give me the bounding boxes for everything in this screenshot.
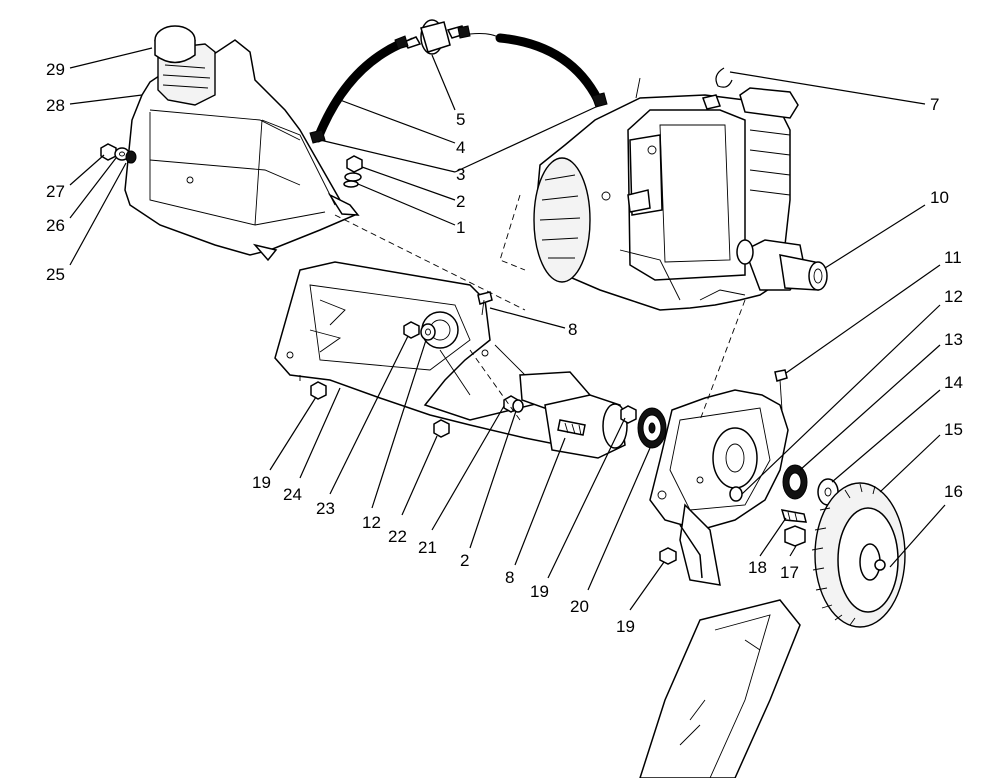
- callout-16: 16: [944, 482, 963, 501]
- callout-11: 11: [944, 248, 962, 267]
- callout-18: 18: [748, 558, 767, 577]
- callout-8-bottom: 8: [505, 568, 514, 587]
- callout-22: 22: [388, 527, 407, 546]
- callout-1: 1: [456, 218, 465, 237]
- callout-20: 20: [570, 597, 589, 616]
- pto-shaft: [736, 239, 828, 291]
- tank-nut-and-washers: [100, 143, 137, 164]
- callout-19-right: 19: [616, 617, 635, 636]
- fuel-cap: [154, 25, 216, 106]
- engine: [533, 77, 799, 311]
- retaining-ring: [715, 67, 733, 88]
- callout-19-left: 19: [252, 473, 271, 492]
- callout-14: 14: [944, 373, 963, 392]
- gear-hardware: [659, 369, 839, 565]
- engine-mount-frame: [274, 261, 592, 446]
- callout-2-top: 2: [456, 192, 465, 211]
- callout-3: 3: [456, 165, 465, 184]
- callout-21: 21: [418, 538, 437, 557]
- callout-19-mid: 19: [530, 582, 549, 601]
- callout-26: 26: [46, 216, 65, 235]
- leader-lines: [69, 47, 946, 611]
- callout-23: 23: [316, 499, 335, 518]
- callout-27: 27: [46, 182, 65, 201]
- pulley-20: [620, 405, 667, 449]
- callout-4: 4: [456, 138, 465, 157]
- hose-clamps: [309, 25, 608, 144]
- callout-29: 29: [46, 60, 65, 79]
- starter-motor: [544, 394, 628, 459]
- callout-15: 15: [944, 420, 963, 439]
- lower-housing: [639, 599, 801, 778]
- callout-28: 28: [46, 96, 65, 115]
- callout-24: 24: [283, 485, 302, 504]
- tank-mount-nut: [343, 155, 363, 188]
- callout-17: 17: [780, 563, 799, 582]
- callout-7: 7: [930, 95, 939, 114]
- callout-8-top: 8: [568, 320, 577, 339]
- callout-10: 10: [930, 188, 949, 207]
- auger-housing-bracket: [649, 389, 789, 586]
- callout-5: 5: [456, 110, 465, 129]
- assembly-lines: [299, 194, 746, 421]
- callout-25: 25: [46, 265, 65, 284]
- callout-labels: 29 28 27 26 25 5 4 3 2 1 7 10 11 12 13 1…: [46, 60, 963, 636]
- callout-12-mid: 12: [362, 513, 381, 532]
- auger-gear: [811, 482, 906, 628]
- fuel-filter: [402, 19, 466, 55]
- callout-13: 13: [944, 330, 963, 349]
- frame-hardware: [310, 291, 524, 438]
- callout-2-bottom: 2: [460, 551, 469, 570]
- callout-12-right: 12: [944, 287, 963, 306]
